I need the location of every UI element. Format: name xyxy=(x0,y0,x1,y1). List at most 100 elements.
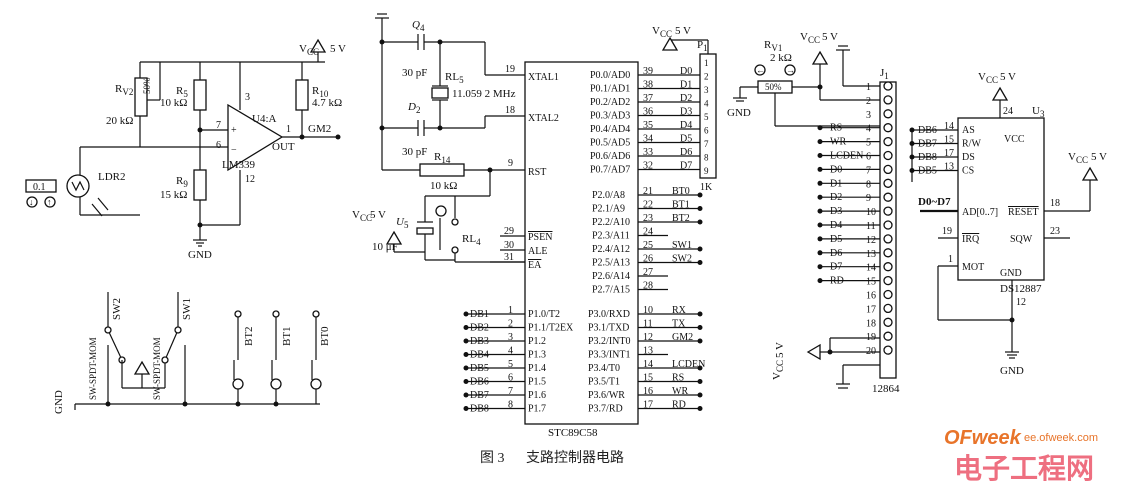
svg-text:24: 24 xyxy=(1003,106,1013,117)
mcu-pin-num: 39 xyxy=(643,66,653,77)
bt2-icon xyxy=(232,378,244,390)
lcd-section: 50% GND ← → RV1 2 kΩ VCC 5 V J1 12864 12… xyxy=(727,31,900,395)
bt1-icon xyxy=(270,378,282,390)
j1-pin-circle xyxy=(883,220,893,230)
lm339-label: LM339 xyxy=(222,159,256,171)
mcu-pin-num: 10 xyxy=(643,305,653,316)
net-label: GM2 xyxy=(672,332,693,343)
net-label: BT0 xyxy=(672,186,690,197)
net-label: D3 xyxy=(680,107,692,118)
mcu-pin-num: 12 xyxy=(643,332,653,343)
mcu-pin-num: 36 xyxy=(643,107,653,118)
svg-text:PSEN: PSEN xyxy=(528,232,552,243)
sw1-type: SW-SPDT-MOM xyxy=(152,337,162,400)
mcu-pin-name: P3.3/INT1 xyxy=(588,350,631,361)
j1-pin-num: 18 xyxy=(866,318,876,329)
mcu-pin-num: 4 xyxy=(508,346,513,357)
net-label: WR xyxy=(672,386,688,397)
svg-text:23: 23 xyxy=(1050,226,1060,237)
svg-text:9: 9 xyxy=(508,158,513,169)
mcu-pin-num: 13 xyxy=(643,346,653,357)
mcu-pin-name: P3.0/RXD xyxy=(588,309,630,320)
ldr2-label: LDR2 xyxy=(98,171,126,183)
j1-pin-circle xyxy=(883,331,893,341)
net-label: LCDEN xyxy=(672,359,705,370)
j1-pin-circle xyxy=(883,317,893,327)
svg-text:5 V: 5 V xyxy=(1000,71,1016,83)
j1-pin-num: 7 xyxy=(866,165,871,176)
svg-text:RST: RST xyxy=(528,167,546,178)
light-value: 0.1 xyxy=(33,182,46,193)
net-label: D0 xyxy=(830,164,842,175)
svg-text:D0~D7: D0~D7 xyxy=(918,196,951,208)
svg-text:RL4: RL4 xyxy=(462,233,481,247)
j1-pin-circle xyxy=(883,95,893,105)
c-30pf-top: 30 pF xyxy=(402,67,427,79)
net-label: RS xyxy=(672,373,684,384)
svg-text:U3: U3 xyxy=(1032,105,1045,119)
mcu-pin-num: 2 xyxy=(508,319,513,330)
net-label: D6 xyxy=(830,248,842,259)
svg-text:7: 7 xyxy=(216,120,221,131)
p1-1k: 1K xyxy=(700,182,713,193)
rv2-value: 20 kΩ xyxy=(106,115,133,127)
j1-pin-num: 3 xyxy=(866,110,871,121)
bt1-label: BT1 xyxy=(281,326,293,346)
svg-text:5 V: 5 V xyxy=(370,209,386,221)
u3-pin-name: R/W xyxy=(962,139,981,150)
svg-text:6: 6 xyxy=(216,140,221,151)
svg-text:Q4: Q4 xyxy=(412,19,425,33)
mcu-pin-num: 27 xyxy=(643,267,653,278)
junction-dot xyxy=(697,406,703,411)
net-label: D1 xyxy=(830,178,842,189)
net-label: DB6 xyxy=(918,125,937,136)
j1-pin-num: 12 xyxy=(866,235,876,246)
svg-text:R10: R10 xyxy=(312,85,329,99)
mcu-pin-num: 25 xyxy=(643,240,653,251)
mcu-pin-num: 24 xyxy=(643,227,653,238)
rv2-resistor xyxy=(134,77,148,117)
mcu-pin-num: 28 xyxy=(643,281,653,292)
u3-pin-name: CS xyxy=(962,166,974,177)
junction-dot xyxy=(697,311,703,317)
p1-pin-num: 5 xyxy=(704,112,709,122)
j1-pin-num: 15 xyxy=(866,277,876,288)
sw1-label: SW1 xyxy=(181,298,193,320)
j1-pin-circle xyxy=(883,81,893,91)
svg-text:12: 12 xyxy=(1016,297,1026,308)
svg-text:+: + xyxy=(231,125,237,136)
svg-text:VCC: VCC xyxy=(978,71,998,85)
j1-pin-num: 1 xyxy=(866,82,871,93)
svg-text:12: 12 xyxy=(245,174,255,185)
net-label: BT1 xyxy=(672,200,690,211)
j1-pin-num: 14 xyxy=(866,263,876,274)
lcd-label: 12864 xyxy=(872,383,900,395)
net-label: D6 xyxy=(680,147,692,158)
net-label: WR xyxy=(830,137,846,148)
j1-pin-circle xyxy=(883,206,893,216)
mcu-pin-name: P0.4/AD4 xyxy=(590,124,630,135)
net-label: D3 xyxy=(830,206,842,217)
crystal-rl5 xyxy=(431,87,449,99)
mcu-pin-name: P0.3/AD3 xyxy=(590,111,630,122)
u4a-label: U4:A xyxy=(252,113,277,125)
svg-text:←: ← xyxy=(756,65,765,75)
mcu-pin-name: P2.2/A10 xyxy=(592,217,630,228)
oscillator-section: Q4 30 pF D2 30 pF RL5 11.059 2 MHz 19 18… xyxy=(352,13,525,263)
svg-text:30: 30 xyxy=(504,240,514,251)
u3-pin-name: DS xyxy=(962,152,975,163)
j1-pin-circle xyxy=(883,275,893,286)
svg-text:ALE: ALE xyxy=(528,246,547,257)
p1-pin-num: 3 xyxy=(704,85,709,95)
svg-text:R5: R5 xyxy=(176,85,188,99)
decrease-icon xyxy=(26,196,38,208)
r14-value: 10 kΩ xyxy=(430,180,457,192)
mcu-pin-name: P1.6 xyxy=(528,390,546,401)
junction-dot xyxy=(817,194,823,200)
mcu-pin-name: P1.0/T2 xyxy=(528,309,560,320)
mcu-pin-num: 16 xyxy=(643,386,653,397)
mcu-pin-num: 5 xyxy=(508,359,513,370)
